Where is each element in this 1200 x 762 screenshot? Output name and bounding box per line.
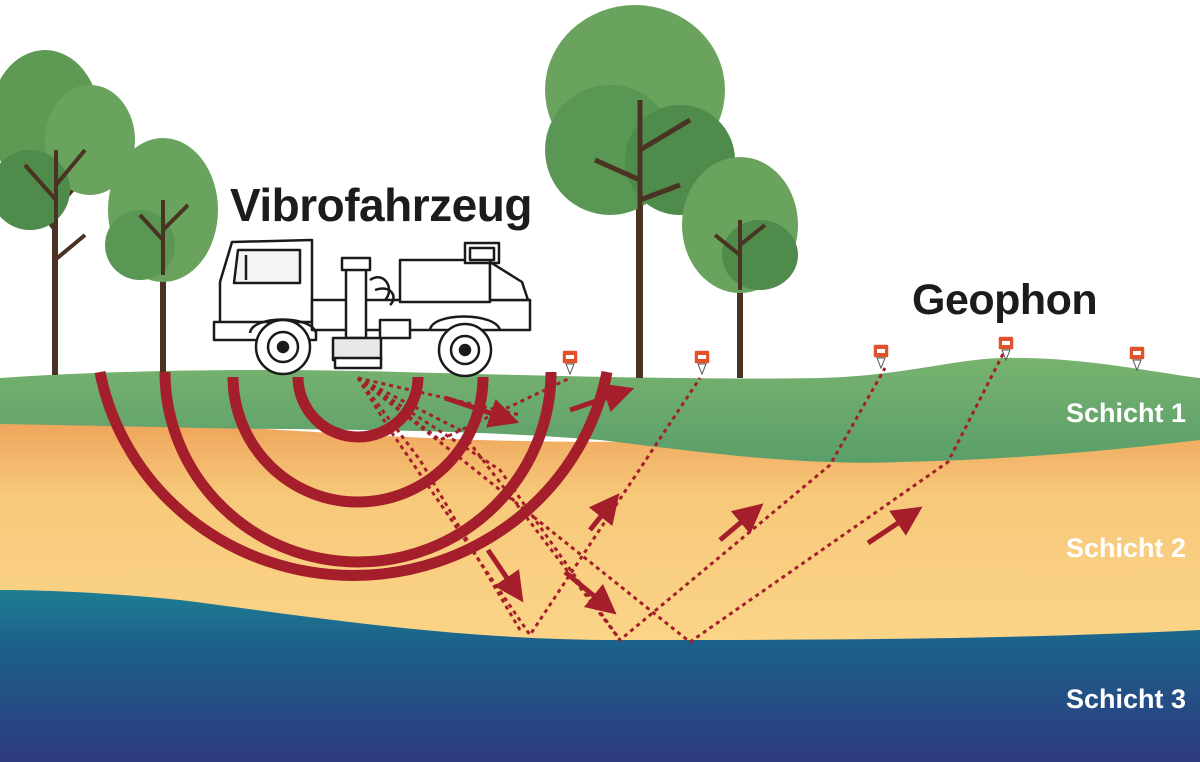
tree-icon (105, 138, 218, 375)
arrow-icon (718, 503, 764, 542)
geophone-icon (997, 335, 1015, 362)
wavefront-3 (159, 371, 557, 568)
wavefront-1 (292, 376, 424, 443)
arrow-icon (444, 395, 520, 428)
arrow-icon (569, 383, 635, 413)
layer-2-label: Schicht 2 (1065, 533, 1186, 563)
geophone-icon (1128, 345, 1146, 372)
geophone-icon (872, 343, 890, 370)
geophone-label: Geophon (912, 276, 1098, 324)
geophones (561, 335, 1146, 376)
ray-path (356, 377, 522, 631)
arrow-icon (563, 570, 617, 615)
ray-path (356, 377, 702, 638)
vibrator-truck-icon (212, 238, 532, 378)
arrow-icon (866, 506, 923, 546)
arrow-icon (485, 548, 524, 603)
wavefront-2 (227, 376, 489, 508)
wave-arrows (444, 383, 923, 615)
layer-1-label: Schicht 1 (1065, 398, 1186, 428)
ray-path (357, 349, 1007, 644)
wave-fronts (94, 370, 613, 582)
geophone-icon (693, 349, 711, 376)
wavefront-4 (94, 370, 613, 582)
geophone-icon (561, 349, 579, 376)
tree-icon (0, 50, 135, 375)
layer-3-label: Schicht 3 (1065, 684, 1186, 714)
vehicle-label: Vibrofahrzeug (230, 179, 532, 231)
arrow-icon (588, 493, 620, 532)
tree-icon (682, 157, 798, 378)
